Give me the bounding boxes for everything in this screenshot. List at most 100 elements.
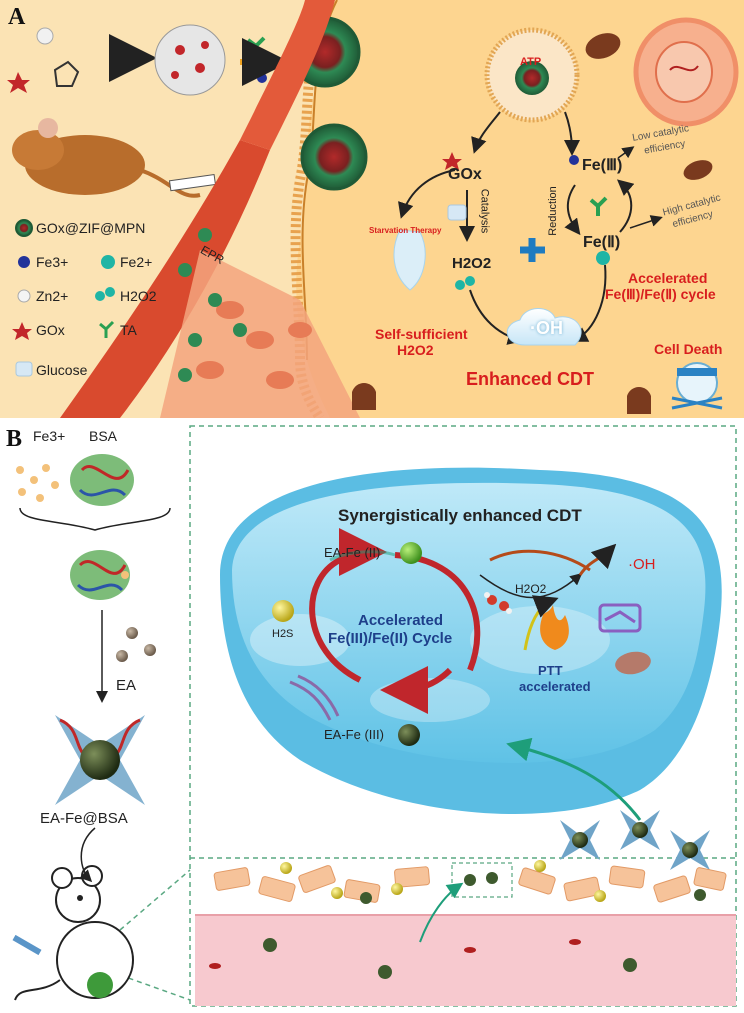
panel-a-letter: A bbox=[8, 4, 26, 30]
ptt-label-2: accelerated bbox=[519, 679, 591, 694]
bsa-protein bbox=[70, 454, 134, 506]
cycle-arrow-left bbox=[309, 557, 362, 683]
gox-label: GOx bbox=[448, 166, 482, 183]
accelerated-label-1: Accelerated bbox=[628, 270, 708, 286]
self-sufficient-label-1: Self-sufficient bbox=[375, 326, 468, 342]
legend-ta-icon bbox=[99, 320, 115, 338]
gox-marker bbox=[7, 72, 30, 93]
cycle-label-1: Accelerated bbox=[358, 612, 444, 629]
legend-fe3-icon bbox=[18, 256, 30, 268]
fe2-ion bbox=[596, 251, 610, 265]
ptt-label-1: PTT bbox=[538, 663, 563, 678]
gox-enzyme bbox=[442, 152, 462, 170]
oh-cloud bbox=[507, 308, 582, 346]
legend-label-fe2: Fe2+ bbox=[120, 254, 153, 270]
oh-b-label: ·OH bbox=[628, 556, 656, 573]
fe3-b-label: Fe3+ bbox=[33, 428, 66, 444]
ea-fe3-label: EA-Fe (III) bbox=[324, 727, 384, 742]
atp-label: ATP bbox=[520, 56, 542, 68]
starvation-label: Starvation Therapy bbox=[369, 226, 442, 235]
accelerated-label-2: Fe(Ⅲ)/Fe(Ⅱ) cycle bbox=[605, 286, 716, 302]
legend-label-fe3: Fe3+ bbox=[36, 254, 69, 270]
legend-label-nanoparticle: GOx@ZIF@MPN bbox=[36, 220, 146, 236]
h2o2-molecule bbox=[455, 276, 475, 290]
legend-h2o2-icon bbox=[95, 287, 115, 301]
imidazole-structure bbox=[53, 60, 80, 87]
arrow-oxidation bbox=[616, 179, 635, 233]
plus-sign bbox=[520, 238, 545, 262]
flame-icon bbox=[540, 605, 569, 650]
fe3-marker bbox=[257, 73, 267, 83]
cell-cytoplasm bbox=[296, 0, 744, 418]
legend-nanoparticle-icon bbox=[15, 219, 33, 237]
reduction-label: Reduction bbox=[546, 186, 559, 236]
arrow-h2o2-oh-b bbox=[479, 573, 583, 599]
fe3-ion bbox=[569, 155, 579, 165]
zn-ion-marker bbox=[36, 27, 54, 45]
legend-fe2-icon bbox=[101, 255, 115, 269]
fe-bsa-complex bbox=[70, 550, 130, 600]
zoom-box bbox=[451, 862, 513, 898]
h2s-ball bbox=[272, 600, 294, 622]
legend-zn2-icon bbox=[17, 289, 31, 303]
fe2-label: Fe(Ⅱ) bbox=[583, 234, 621, 251]
ea-fe-bsa-label: EA-Fe@BSA bbox=[40, 810, 128, 827]
cycle-label-2: Fe(III)/Fe(II) Cycle bbox=[328, 630, 453, 647]
legend-label-ta: TA bbox=[120, 322, 137, 338]
glucose-cube bbox=[447, 204, 467, 221]
h2o2-b-label: H2O2 bbox=[515, 582, 547, 596]
ta-molecule bbox=[589, 196, 608, 216]
starvation-ghost-icon bbox=[393, 229, 426, 291]
blood-vessel-strip bbox=[195, 915, 736, 1006]
h2o2-molecule-b bbox=[484, 592, 512, 614]
ea-fe-bsa-particle-small bbox=[620, 810, 660, 850]
legend-glucose-icon bbox=[15, 361, 33, 377]
arrow-lysosome-gox bbox=[471, 111, 501, 154]
nucleus-er-icon bbox=[633, 17, 739, 127]
legend-label-gox: GOx bbox=[36, 322, 65, 338]
legend-gox-icon bbox=[12, 322, 32, 340]
lysosome-particle bbox=[515, 61, 549, 95]
h2s-label: H2S bbox=[272, 628, 294, 640]
h2o2-label: H2O2 bbox=[452, 255, 492, 272]
self-sufficient-label-2: H2O2 bbox=[397, 342, 434, 358]
ea-label: EA bbox=[116, 677, 137, 694]
zif-particle bbox=[154, 24, 226, 96]
extravasation-arrow bbox=[419, 882, 464, 943]
arrow-starvation bbox=[398, 169, 456, 219]
arrow-lysosome-fe3 bbox=[563, 111, 580, 156]
mouse-outline bbox=[14, 865, 134, 1001]
mitochondrion-icon-2 bbox=[683, 160, 713, 180]
ea-fe2-label: EA-Fe (II) bbox=[324, 545, 381, 560]
ea-fe3-ball bbox=[398, 724, 420, 746]
uptake-arrow bbox=[506, 737, 642, 821]
bsa-label: BSA bbox=[89, 428, 118, 444]
legend-label-h2o2: H2O2 bbox=[120, 288, 157, 304]
ea-molecule bbox=[126, 627, 138, 639]
membrane-channel-icon bbox=[352, 383, 376, 410]
cell-death-label: Cell Death bbox=[654, 341, 723, 357]
syringe bbox=[168, 174, 217, 192]
catalysis-label: Catalysis bbox=[478, 188, 491, 234]
fe3-label: Fe(Ⅲ) bbox=[582, 157, 623, 174]
legend-label-zn2: Zn2+ bbox=[36, 288, 69, 304]
arrow-fe-oxidation bbox=[489, 549, 591, 572]
tissue-cells bbox=[213, 865, 727, 903]
golgi-icon bbox=[289, 674, 340, 721]
enhanced-cdt-label: Enhanced CDT bbox=[466, 369, 595, 389]
cell-membrane bbox=[290, 0, 335, 421]
oh-label: ·OH bbox=[530, 318, 563, 338]
blood-vessel bbox=[60, 140, 270, 418]
ptt-arrow bbox=[523, 595, 559, 651]
ea-fe-bsa-particle bbox=[55, 715, 145, 805]
legend-label-glucose: Glucose bbox=[36, 362, 88, 378]
syringe-b bbox=[12, 934, 42, 956]
arrow-reduction bbox=[564, 184, 581, 236]
bracket bbox=[19, 507, 171, 531]
injection-arrow bbox=[79, 827, 96, 883]
panel-b-letter: B bbox=[6, 426, 23, 452]
cell-title: Synergistically enhanced CDT bbox=[338, 506, 582, 525]
mitochondrion-icon bbox=[585, 33, 621, 59]
